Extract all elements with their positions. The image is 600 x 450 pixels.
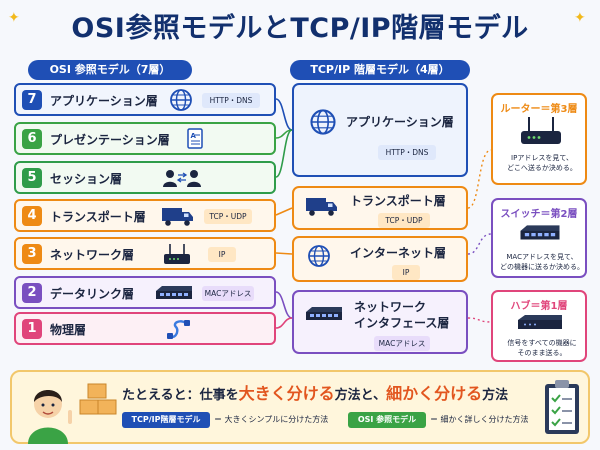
switch-icon — [515, 220, 565, 246]
router-card: ルーター＝第3層 IPアドレスを見て、 どこへ送るか決める。 — [491, 93, 587, 185]
truck-icon — [304, 194, 340, 218]
protocol-tag: IP — [208, 247, 236, 262]
page-title: OSI参照モデルとTCP/IP階層モデル — [71, 13, 529, 44]
analogy-prefix: たとえると：仕事を — [122, 388, 239, 403]
sparkle-icon: ✦ — [574, 10, 586, 26]
analogy-highlight-big: 大きく分ける — [238, 384, 335, 403]
router-icon — [519, 115, 563, 147]
device-description: 信号をすべての機器に — [507, 339, 577, 347]
hub-card: ハブ＝第1層 信号をすべての機器に そのまま送る。 — [491, 290, 587, 362]
tcp-network-interface-layer: ネットワーク インタフェース層 MACアドレス — [292, 290, 468, 354]
analogy-suffix: 方法 — [482, 388, 509, 403]
osi-model-description: ＝ 細かく詳しく分けた方法 — [430, 415, 529, 424]
layer-number-badge: 2 — [22, 283, 42, 303]
osi-layer-label: ネットワーク層 — [50, 248, 135, 262]
protocol-tag: HTTP・DNS — [378, 145, 436, 160]
tcp-column-header: TCP/IP 階層モデル（4層） — [290, 60, 470, 80]
switch-icon — [154, 281, 194, 305]
protocol-tag: TCP・UDP — [204, 209, 252, 224]
device-description: MACアドレスを見て、 — [506, 253, 578, 261]
cable-icon — [166, 317, 192, 341]
protocol-tag: HTTP・DNS — [202, 93, 260, 108]
truck-icon — [160, 204, 196, 228]
protocol-tag: IP — [392, 265, 420, 280]
globe-icon — [306, 244, 332, 268]
osi-column-header: OSI 参照モデル（7層） — [28, 60, 192, 80]
users-exchange-icon — [162, 166, 202, 190]
device-title: スイッチ＝第2層 — [500, 209, 578, 220]
sparkle-icon: ✦ — [8, 10, 20, 26]
analogy-highlight-fine: 細かく分ける — [386, 384, 483, 403]
person-icon — [20, 374, 76, 444]
tcp-layer-label: トランスポート層 — [350, 194, 446, 208]
device-description: どの機器に送るか決める。 — [500, 263, 584, 271]
tcp-layer-label: インターネット層 — [350, 246, 447, 260]
document-icon: A — [182, 127, 208, 151]
globe-icon — [168, 88, 194, 112]
layer-number-badge: 5 — [22, 168, 42, 188]
osi-layer-label: 物理層 — [50, 323, 87, 337]
protocol-tag: MACアドレス — [374, 336, 430, 351]
osi-layer-label: プレゼンテーション層 — [50, 133, 170, 147]
boxes-icon — [78, 382, 118, 422]
osi-layer-2: 2 データリンク層 MACアドレス — [14, 276, 276, 309]
analogy-text: たとえると：仕事を大きく分ける方法と、細かく分ける方法 — [122, 380, 508, 404]
tcp-transport-layer: トランスポート層 TCP・UDP — [292, 186, 468, 230]
protocol-tag: TCP・UDP — [378, 213, 430, 228]
tcp-application-layer: アプリケーション層 HTTP・DNS — [292, 83, 468, 177]
osi-layer-7: 7 アプリケーション層 HTTP・DNS — [14, 83, 276, 116]
layer-number-badge: 1 — [22, 319, 42, 339]
layer-number-badge: 6 — [22, 129, 42, 149]
globe-icon — [308, 107, 338, 137]
hub-icon — [515, 312, 565, 334]
osi-layer-3: 3 ネットワーク層 IP — [14, 237, 276, 270]
layer-number-badge: 4 — [22, 206, 42, 226]
layer-number-badge: 3 — [22, 244, 42, 264]
osi-layer-6: 6 プレゼンテーション層 A — [14, 122, 276, 155]
osi-layer-4: 4 トランスポート層 TCP・UDP — [14, 199, 276, 232]
osi-layer-label: セッション層 — [50, 172, 123, 186]
device-title: ルーター＝第3層 — [500, 104, 578, 115]
osi-model-pill: OSI 参照モデル — [348, 412, 426, 428]
protocol-tag: MACアドレス — [202, 286, 254, 301]
tcp-internet-layer: インターネット層 IP — [292, 236, 468, 282]
analogy-mid: 方法と、 — [334, 388, 387, 403]
switch-card: スイッチ＝第2層 MACアドレスを見て、 どの機器に送るか決める。 — [491, 198, 587, 278]
tcp-model-pill: TCP/IP階層モデル — [122, 412, 210, 428]
device-description: どこへ送るか決める。 — [507, 164, 577, 172]
svg-text:A: A — [191, 132, 197, 140]
checklist-icon — [542, 378, 582, 436]
osi-layer-label: データリンク層 — [50, 287, 135, 301]
switch-icon — [304, 302, 344, 326]
osi-layer-5: 5 セッション層 — [14, 161, 276, 194]
tcp-layer-label: アプリケーション層 — [346, 115, 454, 129]
analogy-panel: たとえると：仕事を大きく分ける方法と、細かく分ける方法 TCP/IP階層モデル … — [10, 370, 590, 444]
osi-layer-label: アプリケーション層 — [50, 94, 158, 108]
osi-layer-1: 1 物理層 — [14, 312, 276, 345]
osi-layer-label: トランスポート層 — [50, 210, 146, 224]
tcp-layer-label: ネットワーク — [354, 300, 427, 314]
router-icon — [162, 242, 192, 266]
device-description: IPアドレスを見て、 — [511, 154, 573, 162]
device-title: ハブ＝第1層 — [510, 301, 568, 312]
tcp-model-description: ＝ 大きくシンプルに分けた方法 — [214, 415, 329, 424]
tcp-layer-label: インタフェース層 — [354, 316, 450, 330]
device-description: そのまま送る。 — [517, 349, 567, 357]
layer-number-badge: 7 — [22, 90, 42, 110]
